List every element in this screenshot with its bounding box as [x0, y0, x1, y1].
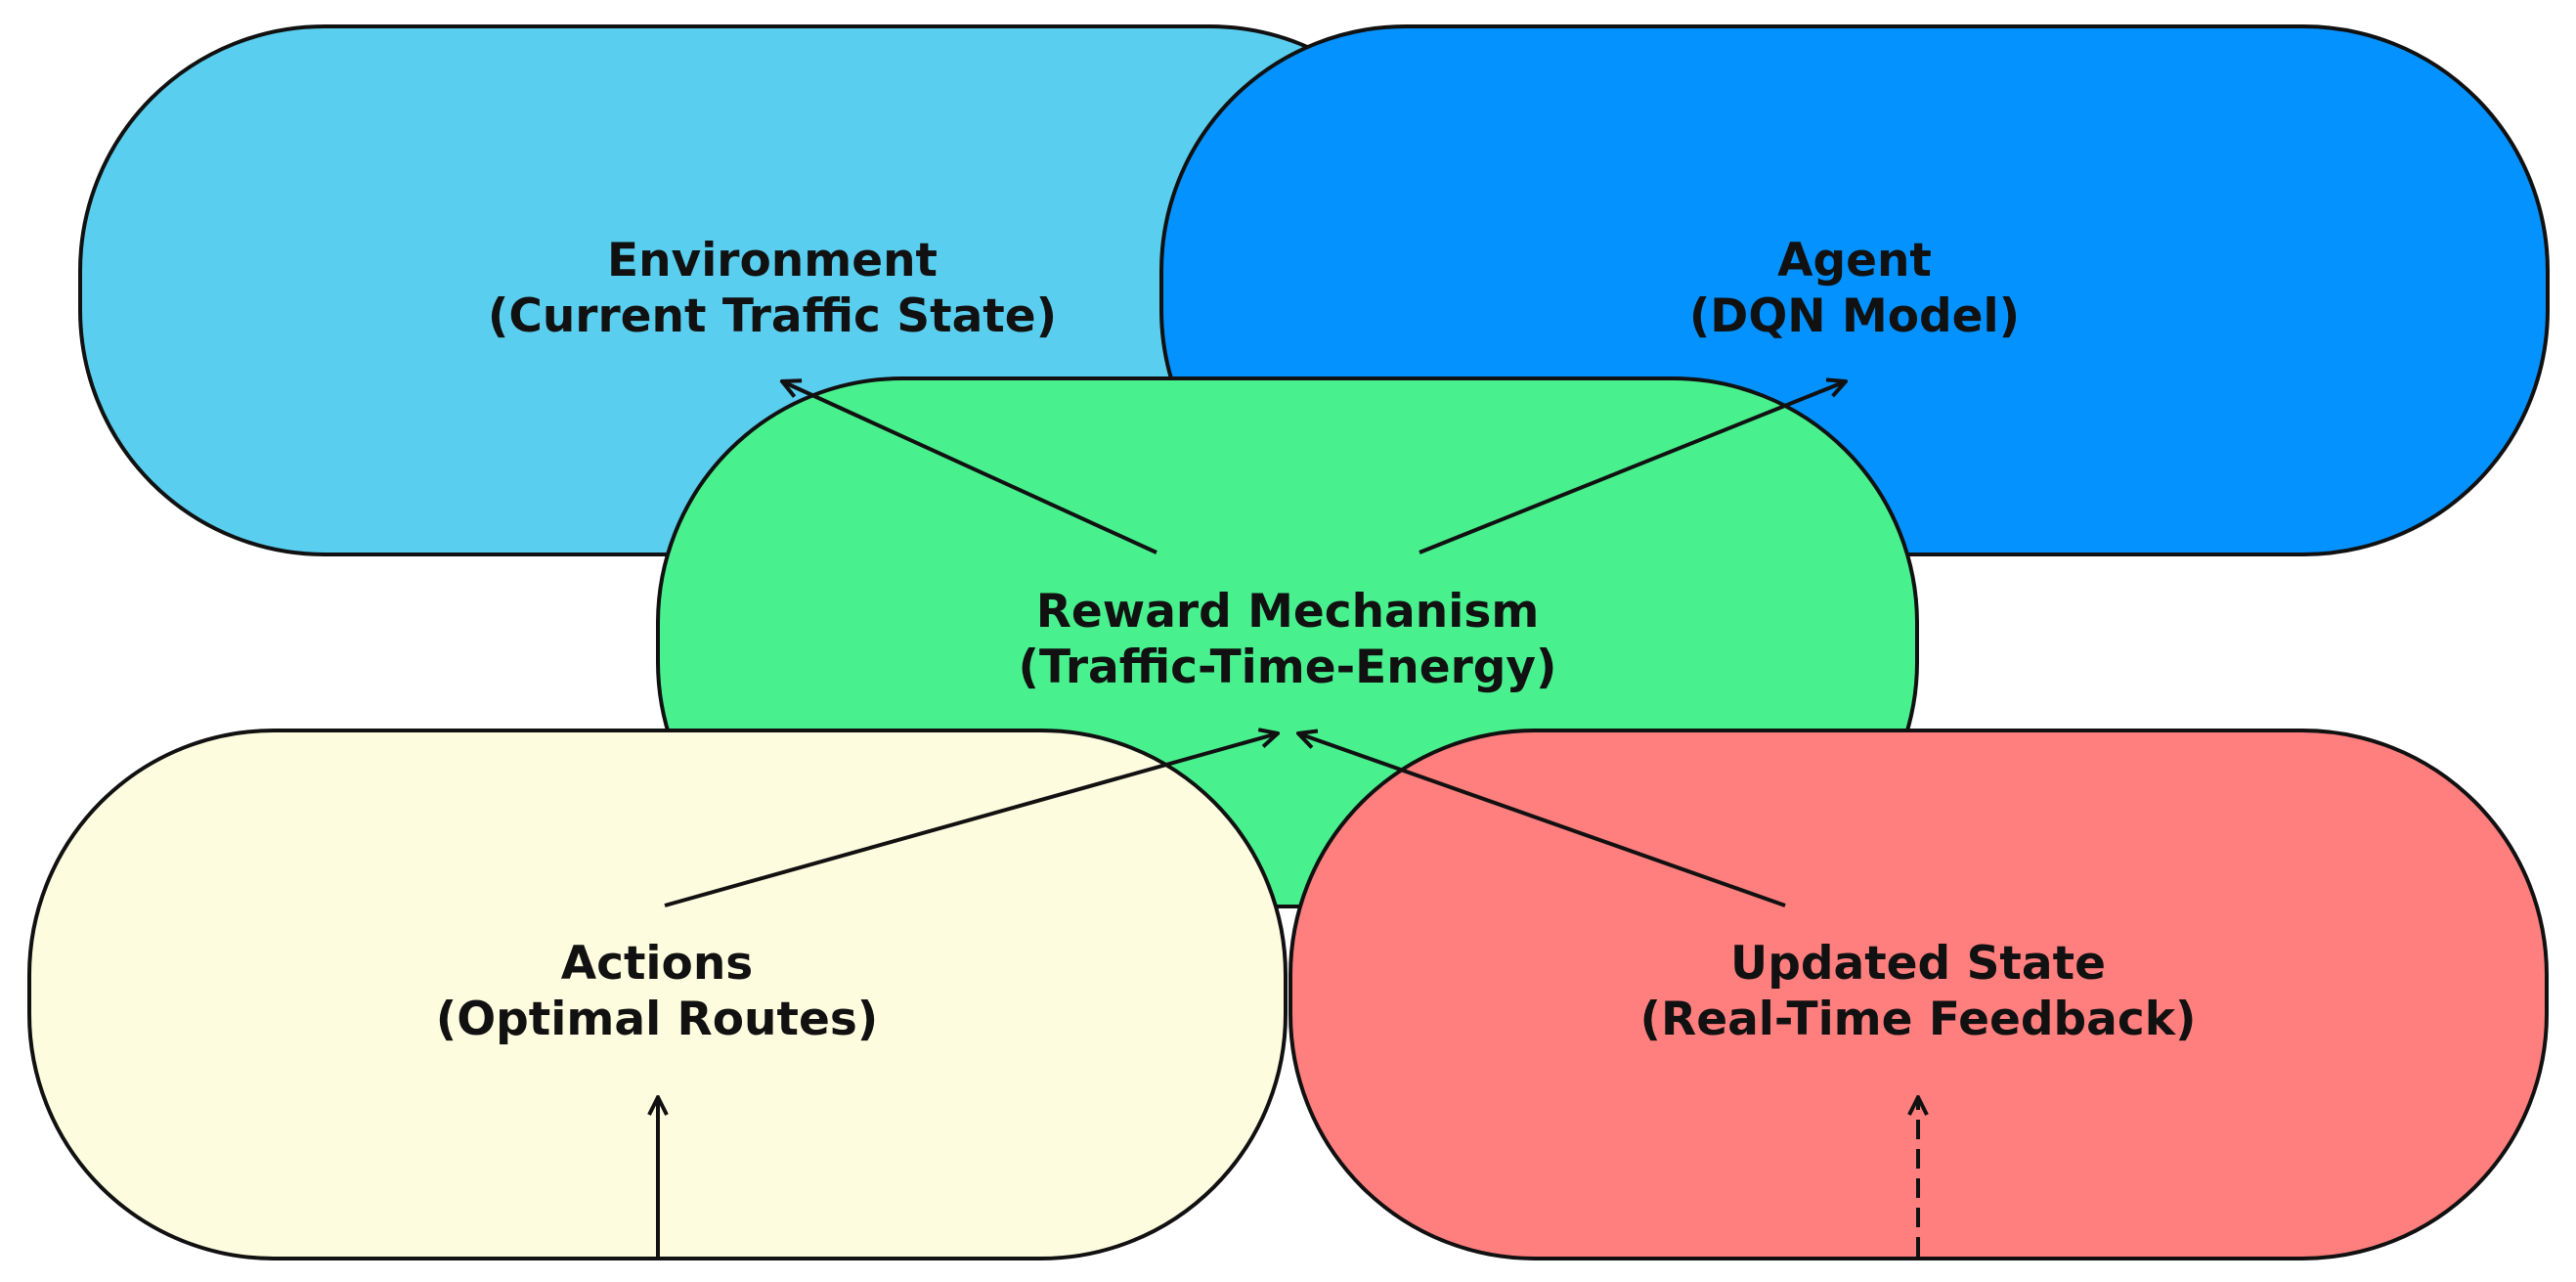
edges: [658, 381, 1918, 1257]
agent-title: Agent: [1777, 234, 1932, 287]
actions-subtitle: (Optimal Routes): [436, 993, 879, 1046]
environment-title: Environment: [607, 234, 938, 287]
updated-state-box: [1288, 729, 2549, 1260]
actions-title: Actions: [561, 937, 754, 991]
actions-box: [27, 729, 1288, 1260]
arrow-reward-to-agent: [1419, 381, 1846, 554]
arrow-reward-to-environment: [782, 381, 1157, 554]
updated-state-title: Updated State: [1730, 937, 2106, 991]
actions-node: Actions (Optimal Routes): [27, 729, 1288, 1260]
arrow-updated-state-to-reward: [1298, 733, 1786, 907]
updated-state-node: Updated State (Real-Time Feedback): [1288, 729, 2549, 1260]
reward-title: Reward Mechanism: [1036, 585, 1540, 639]
reward-subtitle: (Traffic-Time-Energy): [1018, 641, 1556, 694]
arrow-actions-to-reward: [664, 733, 1278, 907]
agent-subtitle: (DQN Model): [1689, 289, 2020, 343]
environment-subtitle: (Current Traffic State): [488, 289, 1057, 343]
updated-state-subtitle: (Real-Time Feedback): [1640, 993, 2197, 1046]
